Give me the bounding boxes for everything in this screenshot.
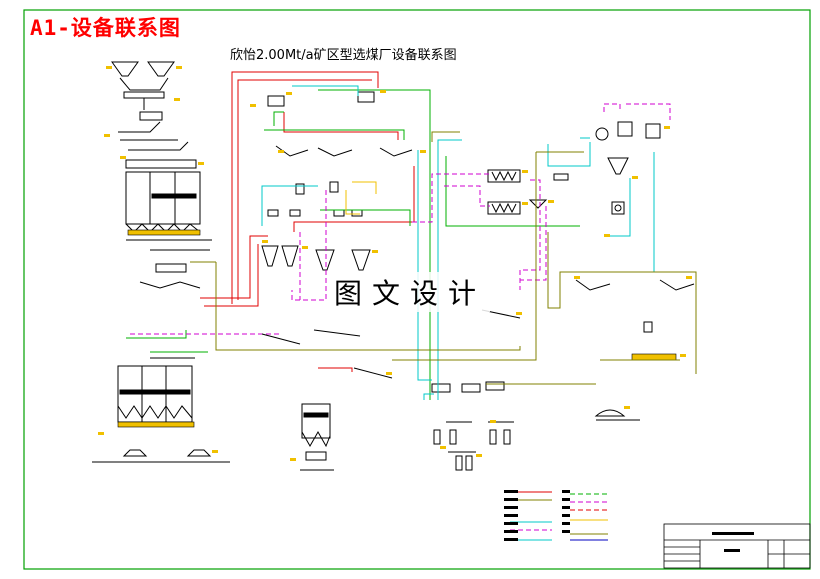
cyan-pipelines — [261, 85, 655, 541]
flotation-cells — [487, 169, 569, 215]
title-block — [663, 523, 811, 569]
drawing-frame — [23, 9, 811, 570]
watermark: 图文设计 — [330, 272, 491, 312]
equipment-tags — [98, 66, 692, 461]
dewatering-screens — [575, 279, 695, 421]
filter-and-thickener — [595, 121, 661, 215]
pumps — [267, 209, 363, 217]
olive-pipelines — [190, 131, 697, 535]
bunker-feeders — [126, 229, 212, 289]
product-silos — [92, 365, 230, 463]
line-legend — [504, 490, 570, 541]
red-pipelines — [200, 71, 608, 511]
belt-conveyors — [261, 309, 521, 379]
water-tanks-and-pumps — [431, 381, 514, 471]
drawing-title: 欣怡2.00Mt/a矿区型选煤厂设备联系图 — [230, 48, 457, 63]
raw-coal-bunkers — [125, 171, 201, 233]
corner-title: A1-设备联系图 — [30, 16, 181, 40]
screens-and-crushers — [267, 91, 413, 195]
dense-medium-cyclones — [261, 245, 371, 271]
raw-coal-hoppers — [111, 61, 197, 169]
magenta-pipelines — [130, 103, 671, 531]
loading-silo — [300, 403, 334, 471]
yellow-pipelines — [345, 181, 608, 521]
